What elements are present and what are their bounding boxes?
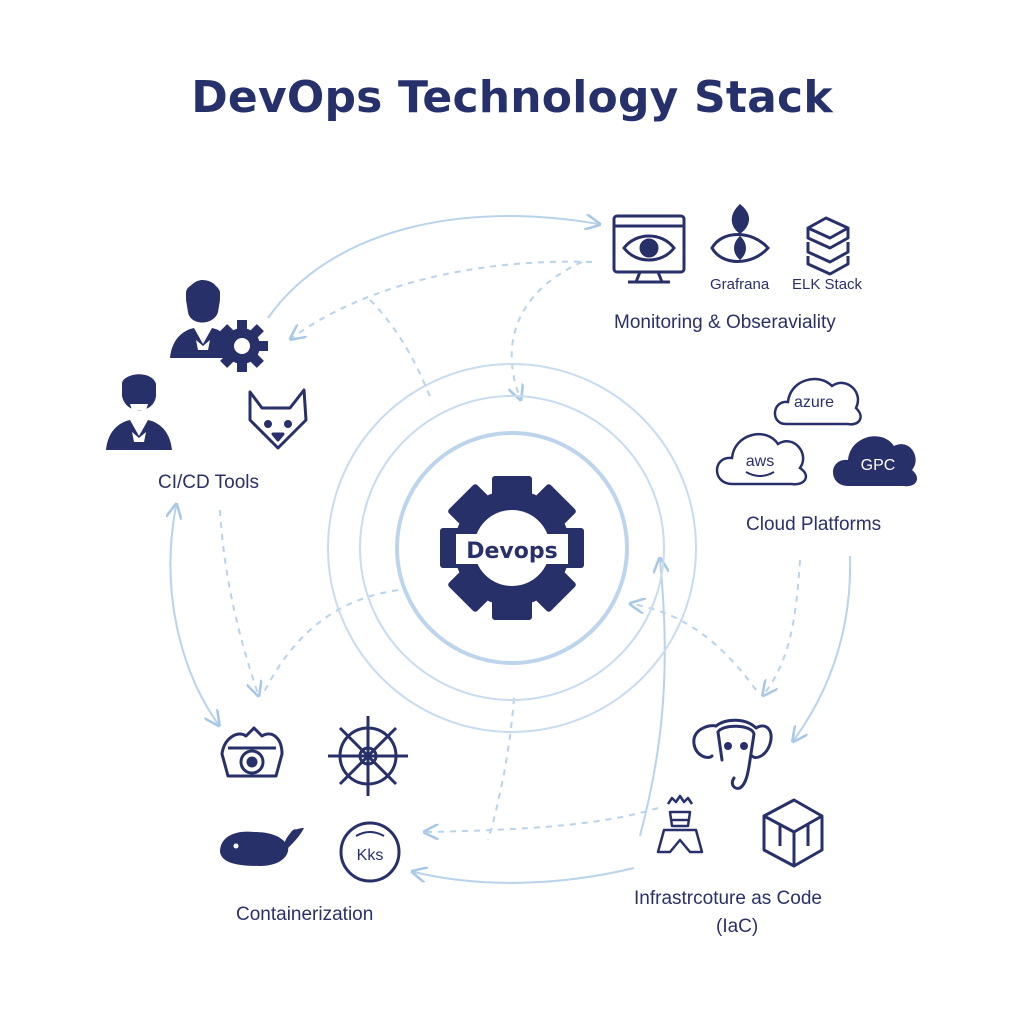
gcp-label: GPC [861, 457, 896, 474]
containers-label: Containerization [236, 904, 374, 925]
inner-ring [395, 431, 629, 665]
azure-cloud-icon: azure [773, 377, 862, 426]
connector-iac-to-center [639, 560, 665, 837]
connector-monitoring-to-center [512, 261, 583, 398]
grafana-label: Grafrana [710, 276, 770, 293]
aws-cloud-icon: aws [715, 433, 808, 486]
container-bag-icon [220, 726, 284, 778]
connector-iac-to-center-dashed [632, 604, 757, 691]
cloud-label: Cloud Platforms [746, 514, 882, 535]
kubernetes-badge-icon: Kks [339, 821, 401, 883]
connector-cloud-to-iac-dashed [764, 559, 801, 694]
center-label: Devops [466, 539, 557, 564]
ansible-figure-icon [656, 794, 704, 854]
fox-icon [248, 388, 308, 450]
connector-cicd-containers-solid [170, 506, 218, 724]
elk-stack-label: ELK Stack [792, 276, 863, 293]
connector-center-to-containers [261, 589, 399, 697]
connector-center-down [487, 697, 515, 841]
elk-stack-server-icon [806, 216, 850, 276]
aws-label: aws [746, 453, 774, 470]
connector-cicd-to-center-dashed [369, 299, 433, 403]
user-gear-icon [170, 280, 268, 372]
grafana-flame-eye-icon [710, 203, 771, 263]
elephant-icon [692, 718, 773, 790]
center-rings [327, 363, 697, 733]
helm-wheel-icon [328, 716, 408, 796]
connector-iac-to-containers-dashed [426, 807, 659, 832]
connector-iac-to-containers [414, 868, 635, 884]
page-title: DevOps Technology Stack [191, 72, 833, 123]
connector-monitoring-to-cicd [292, 260, 593, 338]
kks-label: Kks [357, 847, 384, 864]
cicd-label: CI/CD Tools [158, 472, 260, 493]
devops-gear-icon: Devops [440, 476, 584, 620]
monitoring-label: Monitoring & Obseraviality [614, 312, 836, 333]
iac-label-line2: (IaC) [716, 916, 759, 937]
connector-cicd-to-monitoring [267, 216, 598, 319]
middle-ring [359, 395, 665, 701]
docker-whale-icon [220, 828, 304, 866]
connector-cloud-to-iac-solid [794, 555, 852, 740]
cube-icon [762, 798, 824, 868]
connectors [170, 216, 852, 884]
azure-label: azure [794, 394, 834, 411]
connector-cicd-containers-dashed [219, 509, 258, 694]
iac-label-line1: Infrastrcoture as Code [634, 888, 822, 909]
monitor-eye-icon [612, 214, 686, 284]
user-icon [106, 374, 172, 450]
gcp-cloud-icon: GPC [833, 436, 918, 487]
outer-ring [327, 363, 697, 733]
